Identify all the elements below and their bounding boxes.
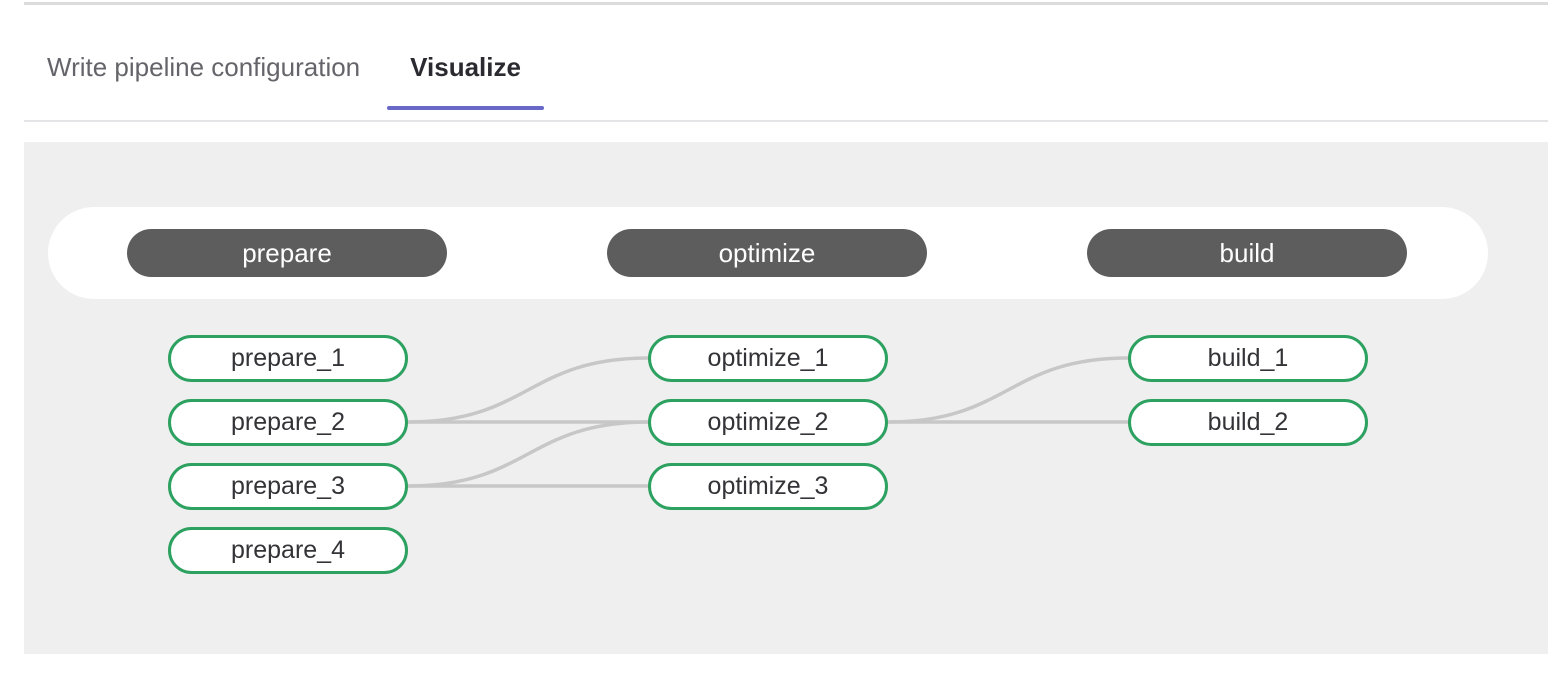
edge-optimize_2-build_1: [886, 356, 1130, 424]
job-pill-build_1[interactable]: build_1: [1128, 334, 1368, 382]
job-pill-build_2[interactable]: build_2: [1128, 398, 1368, 446]
job-pill-prepare_1[interactable]: prepare_1: [168, 334, 408, 382]
job-pill-optimize_2[interactable]: optimize_2: [648, 398, 888, 446]
edge-prepare_2-optimize_1: [406, 356, 650, 424]
tab-visualize-label: Visualize: [410, 51, 521, 82]
job-pill-optimize_3[interactable]: optimize_3: [648, 462, 888, 510]
tab-write-pipeline-configuration[interactable]: Write pipeline configuration: [47, 51, 361, 82]
stage-pill-build: build: [1087, 229, 1407, 277]
edge-prepare_3-optimize_2: [406, 420, 650, 488]
job-pill-prepare_4[interactable]: prepare_4: [168, 526, 408, 574]
tab-bar: Write pipeline configuration Visualize: [24, 3, 1548, 122]
job-pill-prepare_2[interactable]: prepare_2: [168, 398, 408, 446]
stage-pill-optimize: optimize: [607, 229, 927, 277]
tab-visualize[interactable]: Visualize: [387, 51, 544, 111]
job-pill-optimize_1[interactable]: optimize_1: [648, 334, 888, 382]
stage-pill-prepare: prepare: [127, 229, 447, 277]
job-pill-prepare_3[interactable]: prepare_3: [168, 462, 408, 510]
active-tab-indicator: [387, 106, 544, 111]
top-divider: [24, 2, 1548, 5]
